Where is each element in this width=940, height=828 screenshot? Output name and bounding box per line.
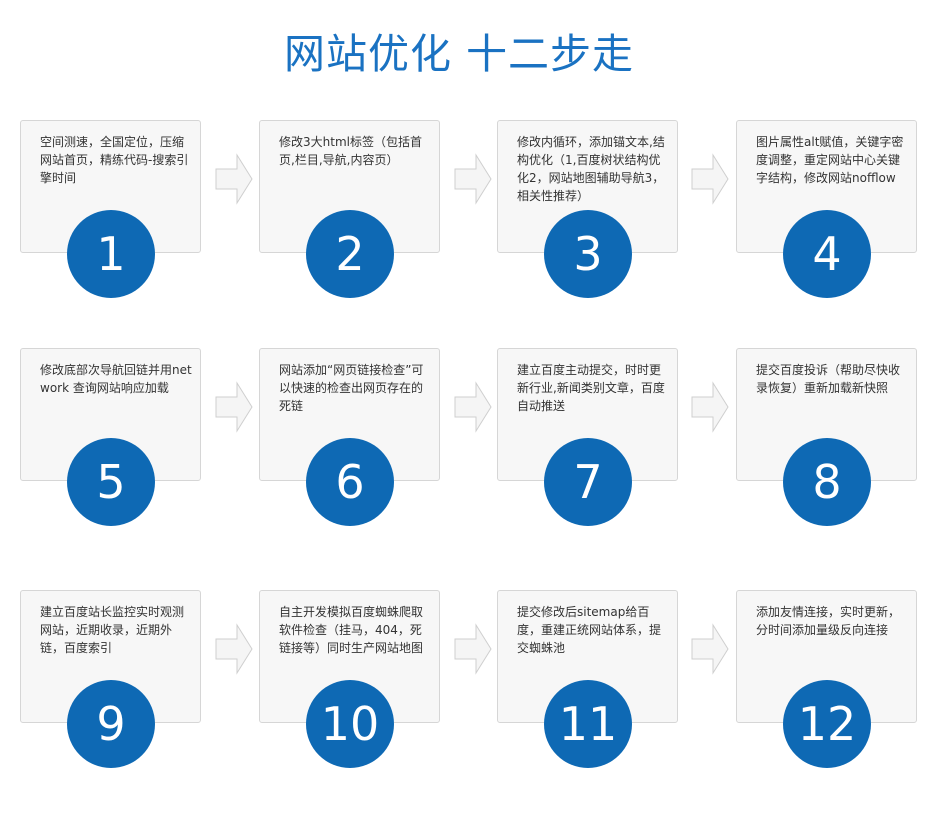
step-number: 3: [573, 227, 603, 281]
step-text: 建立百度主动提交，时时更新行业,新闻类别文章，百度自动推送: [517, 363, 665, 413]
step-10: 自主开发模拟百度蜘蛛爬取软件检查（挂马，404，死链接等）同时生产网站地图 10: [259, 590, 443, 770]
step-number-badge: 4: [783, 210, 871, 298]
step-text: 图片属性alt赋值，关键字密度调整，重定网站中心关键字结构，修改网站nofflo…: [756, 135, 904, 185]
step-8: 提交百度投诉（帮助尽快收录恢复）重新加载新快照 8: [736, 348, 920, 528]
arrow-right-icon: [215, 623, 253, 675]
step-number: 4: [812, 227, 842, 281]
step-text: 空间测速，全国定位，压缩网站首页，精练代码-搜索引擎时间: [40, 135, 189, 185]
step-text: 建立百度站长监控实时观测网站，近期收录，近期外链，百度索引: [40, 605, 185, 655]
step-number: 6: [335, 455, 365, 509]
step-number-badge: 7: [544, 438, 632, 526]
step-text: 提交百度投诉（帮助尽快收录恢复）重新加载新快照: [756, 363, 901, 395]
arrow-right-icon: [454, 623, 492, 675]
step-number: 7: [573, 455, 603, 509]
step-9: 建立百度站长监控实时观测网站，近期收录，近期外链，百度索引 9: [20, 590, 204, 770]
arrow-right-icon: [691, 381, 729, 433]
step-number: 2: [335, 227, 365, 281]
step-11: 提交修改后sitemap给百度，重建正统网站体系，提交蜘蛛池 11: [497, 590, 681, 770]
step-number-badge: 11: [544, 680, 632, 768]
step-number-badge: 9: [67, 680, 155, 768]
step-number: 9: [96, 697, 126, 751]
step-5: 修改底部次导航回链并用network 查询网站响应加载 5: [20, 348, 204, 528]
step-3: 修改内循环，添加锚文本,结构优化（1,百度树状结构优化2，网站地图辅助导航3，相…: [497, 120, 681, 300]
step-number-badge: 8: [783, 438, 871, 526]
step-number-badge: 2: [306, 210, 394, 298]
step-text: 修改3大html标签（包括首页,栏目,导航,内容页）: [279, 135, 422, 167]
step-1: 空间测速，全国定位，压缩网站首页，精练代码-搜索引擎时间 1: [20, 120, 204, 300]
step-number: 1: [96, 227, 126, 281]
arrow-right-icon: [691, 623, 729, 675]
step-number: 12: [797, 697, 857, 751]
step-6: 网站添加“网页链接检查”可以快速的检查出网页存在的死链 6: [259, 348, 443, 528]
step-number: 11: [558, 697, 618, 751]
step-text: 添加友情连接，实时更新，分时间添加量级反向连接: [756, 605, 901, 637]
arrow-right-icon: [215, 153, 253, 205]
step-text: 提交修改后sitemap给百度，重建正统网站体系，提交蜘蛛池: [517, 605, 662, 655]
step-7: 建立百度主动提交，时时更新行业,新闻类别文章，百度自动推送 7: [497, 348, 681, 528]
step-2: 修改3大html标签（包括首页,栏目,导航,内容页） 2: [259, 120, 443, 300]
step-4: 图片属性alt赋值，关键字密度调整，重定网站中心关键字结构，修改网站nofflo…: [736, 120, 920, 300]
step-card: 图片属性alt赋值，关键字密度调整，重定网站中心关键字结构，修改网站nofflo…: [736, 120, 917, 253]
step-number-badge: 6: [306, 438, 394, 526]
page-title: 网站优化 十二步走: [283, 30, 635, 78]
step-number-badge: 5: [67, 438, 155, 526]
step-number-badge: 3: [544, 210, 632, 298]
arrow-right-icon: [691, 153, 729, 205]
step-number-badge: 10: [306, 680, 394, 768]
step-text: 自主开发模拟百度蜘蛛爬取软件检查（挂马，404，死链接等）同时生产网站地图: [279, 605, 424, 655]
step-text: 网站添加“网页链接检查”可以快速的检查出网页存在的死链: [279, 363, 424, 413]
step-number: 5: [96, 455, 126, 509]
step-text: 修改底部次导航回链并用network 查询网站响应加载: [40, 363, 192, 395]
step-number-badge: 1: [67, 210, 155, 298]
arrow-right-icon: [454, 381, 492, 433]
step-number-badge: 12: [783, 680, 871, 768]
step-12: 添加友情连接，实时更新，分时间添加量级反向连接 12: [736, 590, 920, 770]
step-number: 10: [320, 697, 380, 751]
step-text: 修改内循环，添加锚文本,结构优化（1,百度树状结构优化2，网站地图辅助导航3，相…: [517, 135, 665, 203]
arrow-right-icon: [454, 153, 492, 205]
step-number: 8: [812, 455, 842, 509]
arrow-right-icon: [215, 381, 253, 433]
